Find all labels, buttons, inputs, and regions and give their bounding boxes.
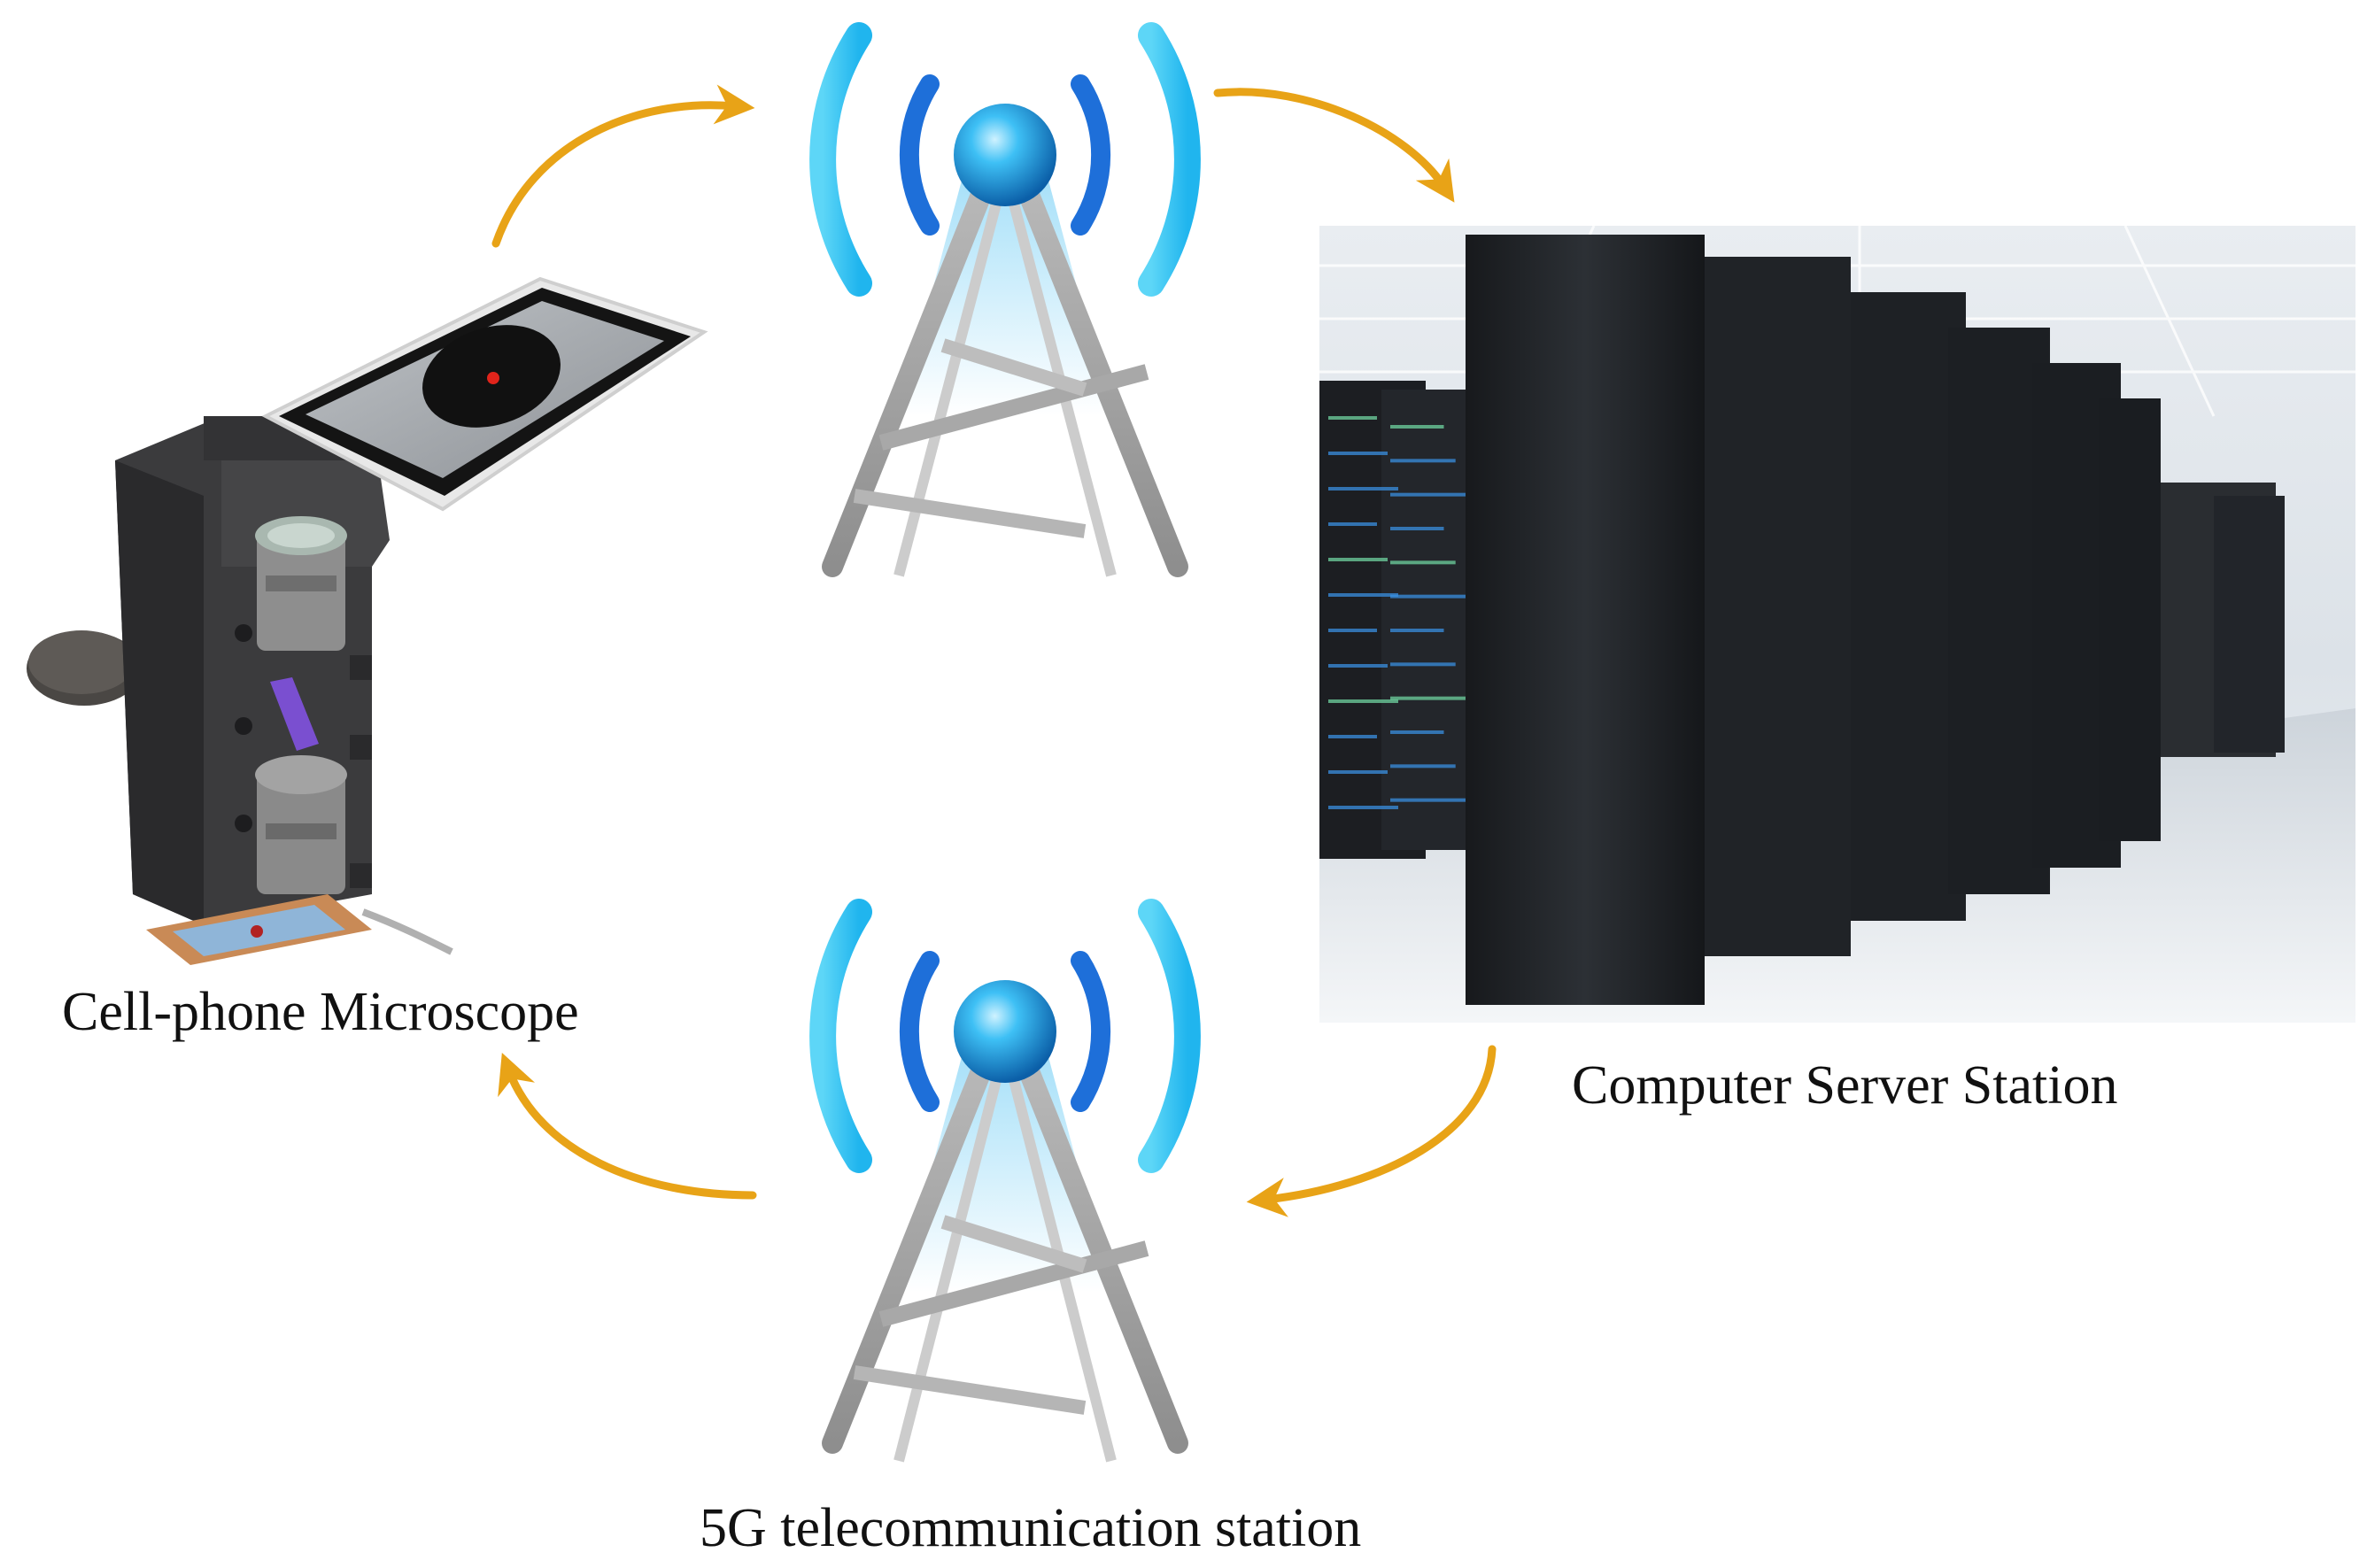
arrow-tower-to-microscope xyxy=(498,1053,757,1200)
antenna-tower-icon xyxy=(809,22,1201,577)
rack-led xyxy=(1328,452,1388,455)
station-label: 5G telecommunication station xyxy=(700,1498,1362,1558)
rack-led xyxy=(1390,594,1467,599)
rack-led xyxy=(1390,560,1456,565)
rack-led xyxy=(1328,735,1377,738)
arrow-microscope-to-tower xyxy=(491,84,755,248)
rack-led xyxy=(1328,487,1398,490)
rack-led xyxy=(1390,764,1456,769)
rack-led xyxy=(1390,459,1456,463)
microscope-label: Cell-phone Microscope xyxy=(62,982,579,1042)
rack-led xyxy=(1328,806,1398,809)
rack-led xyxy=(1390,662,1456,667)
rack-led xyxy=(1390,730,1444,734)
rack-led xyxy=(1328,522,1377,526)
server-racks-icon xyxy=(1319,225,2355,1023)
rack-led xyxy=(1328,593,1398,597)
rack-led xyxy=(1328,699,1398,703)
rack-led xyxy=(1390,527,1444,530)
rack-led xyxy=(1328,558,1388,561)
smartphone-icon xyxy=(261,276,708,512)
server-label: Computer Server Station xyxy=(1572,1055,2118,1116)
rack-led xyxy=(1390,425,1444,429)
rack-led xyxy=(1390,492,1467,497)
rack-led xyxy=(1328,416,1377,420)
flow-arrows xyxy=(491,84,1497,1217)
rack-led xyxy=(1390,798,1467,802)
rack-led xyxy=(1328,770,1388,774)
rack-led xyxy=(1328,629,1377,632)
cellphone-microscope-icon xyxy=(27,276,708,965)
arrow-server-to-tower xyxy=(1246,1045,1497,1217)
rack-led xyxy=(1328,664,1388,668)
arrow-tower-to-server xyxy=(1213,88,1455,203)
antenna-tower-icon xyxy=(809,899,1201,1463)
rack-led xyxy=(1390,696,1467,700)
rack-led xyxy=(1390,629,1444,632)
